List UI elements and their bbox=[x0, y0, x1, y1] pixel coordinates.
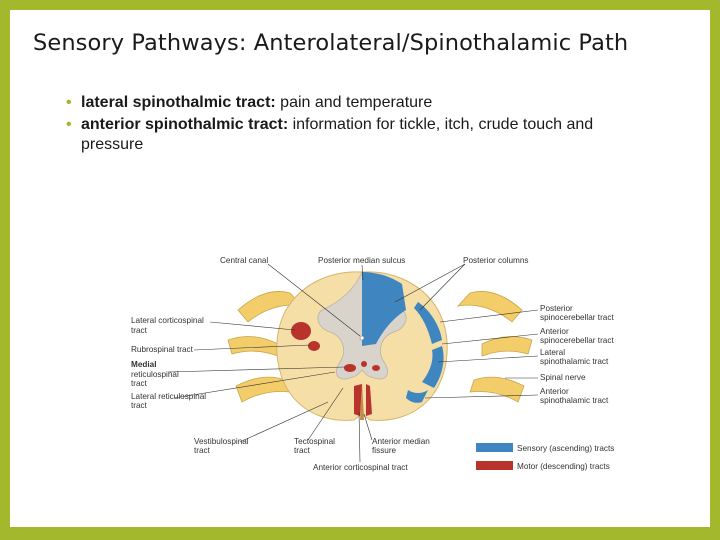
label-posterior-spinocerebellar: Posterior bbox=[540, 304, 573, 313]
lateral-spinothalamic-tract bbox=[422, 346, 444, 388]
label-vestibulospinal-2: tract bbox=[194, 446, 211, 455]
central-canal bbox=[359, 335, 365, 341]
slide: Sensory Pathways: Anterolateral/Spinotha… bbox=[10, 10, 710, 527]
diagram-labels: Central canal Posterior median sulcus Po… bbox=[131, 256, 614, 472]
label-lateral-reticulospinal-2: tract bbox=[131, 401, 148, 410]
leader-lines bbox=[167, 263, 539, 463]
label-lateral-reticulospinal: Lateral reticulospinal bbox=[131, 392, 206, 401]
bullet-text: information for tickle, itch, crude touc… bbox=[81, 116, 594, 153]
bullet-icon: • bbox=[66, 94, 72, 111]
posterior-columns bbox=[362, 272, 406, 346]
label-medial-reticulospinal-2: reticulospinal bbox=[131, 370, 179, 379]
label-anterior-spinocerebellar-2: spinocerebellar tract bbox=[540, 336, 614, 345]
bullet-icon: • bbox=[66, 116, 72, 133]
label-lateral-spinothalamic: Lateral bbox=[540, 348, 565, 357]
legend: Sensory (ascending) tracts Motor (descen… bbox=[476, 443, 614, 471]
label-posterior-median-sulcus: Posterior median sulcus bbox=[318, 256, 405, 265]
label-posterior-columns: Posterior columns bbox=[463, 256, 529, 265]
label-anterior-spinothalamic: Anterior bbox=[540, 387, 569, 396]
bullet-anterior-spinothalamic: • anterior spinothalmic tract: informati… bbox=[58, 115, 618, 155]
label-medial-reticulospinal: Medial bbox=[131, 360, 156, 369]
label-vestibulospinal: Vestibulospinal bbox=[194, 437, 249, 446]
label-anterior-spinothalamic-2: spinothalamic tract bbox=[540, 396, 609, 405]
legend-swatch-motor bbox=[476, 461, 513, 470]
label-anterior-median-fissure-2: fissure bbox=[372, 446, 397, 455]
bullet-term: lateral spinothalmic tract: bbox=[81, 94, 276, 111]
label-tectospinal: Tectospinal bbox=[294, 437, 335, 446]
bullet-lateral-spinothalamic: • lateral spinothalmic tract: pain and t… bbox=[58, 93, 618, 113]
label-anterior-median-fissure: Anterior median bbox=[372, 437, 430, 446]
label-rubrospinal: Rubrospinal tract bbox=[131, 345, 194, 354]
bullet-term: anterior spinothalmic tract: bbox=[81, 116, 289, 133]
label-lateral-spinothalamic-2: spinothalamic tract bbox=[540, 357, 609, 366]
anterior-spinothalamic-tract bbox=[406, 390, 428, 403]
label-tectospinal-2: tract bbox=[294, 446, 311, 455]
posterior-spinocerebellar-tract bbox=[414, 302, 442, 344]
label-lateral-corticospinal: Lateral corticospinal bbox=[131, 316, 204, 325]
label-posterior-spinocerebellar-2: spinocerebellar tract bbox=[540, 313, 614, 322]
bullet-list: • lateral spinothalmic tract: pain and t… bbox=[58, 93, 618, 157]
slide-title: Sensory Pathways: Anterolateral/Spinotha… bbox=[33, 30, 629, 56]
legend-motor-label: Motor (descending) tracts bbox=[517, 462, 610, 471]
legend-swatch-sensory bbox=[476, 443, 513, 452]
label-central-canal: Central canal bbox=[220, 256, 268, 265]
label-lateral-corticospinal-2: tract bbox=[131, 326, 148, 335]
label-spinal-nerve: Spinal nerve bbox=[540, 373, 586, 382]
motor-tracts bbox=[291, 322, 380, 416]
spinal-cord-diagram: Central canal Posterior median sulcus Po… bbox=[131, 256, 614, 472]
label-anterior-corticospinal: Anterior corticospinal tract bbox=[313, 463, 408, 472]
anterior-median-fissure bbox=[360, 382, 364, 420]
bullet-text: pain and temperature bbox=[275, 94, 433, 111]
label-medial-reticulospinal-3: tract bbox=[131, 379, 148, 388]
label-anterior-spinocerebellar: Anterior bbox=[540, 327, 569, 336]
legend-sensory-label: Sensory (ascending) tracts bbox=[517, 444, 614, 453]
